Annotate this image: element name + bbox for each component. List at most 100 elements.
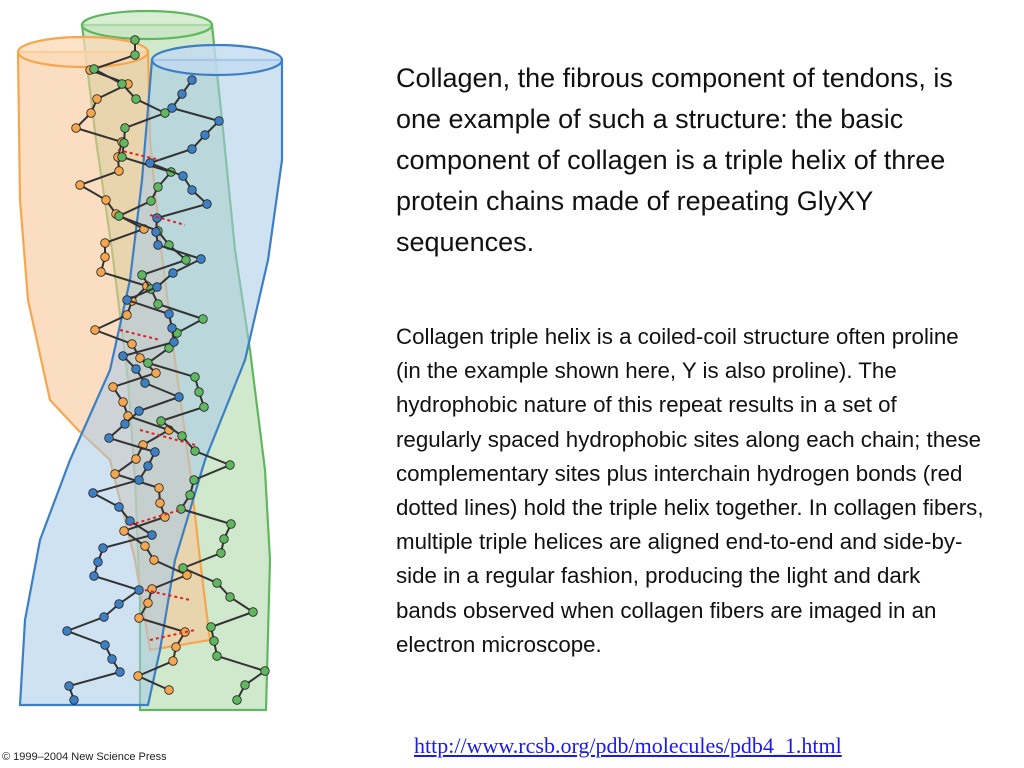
- blue-atom: [140, 378, 150, 388]
- green-atom: [146, 196, 156, 206]
- hydrogen-bond-line: [149, 214, 186, 226]
- green-atom: [226, 519, 236, 529]
- blue-atom: [107, 654, 117, 664]
- blue-atom: [153, 240, 163, 250]
- blue-atom: [134, 585, 144, 595]
- intro-paragraph: Collagen, the fibrous component of tendo…: [396, 63, 953, 257]
- blue-atom: [167, 323, 177, 333]
- blue-atom: [62, 626, 72, 636]
- orange-atom: [180, 627, 190, 637]
- orange-atom: [151, 368, 161, 378]
- orange-atom: [133, 671, 143, 681]
- green-atom: [117, 152, 127, 162]
- blue-atom: [99, 612, 109, 622]
- blue-atom: [114, 599, 124, 609]
- green-atom: [160, 108, 170, 118]
- orange-atom: [171, 642, 181, 652]
- orange-atom: [100, 238, 110, 248]
- blue-atom: [147, 530, 157, 540]
- orange-atom: [164, 685, 174, 695]
- orange-atom: [143, 598, 153, 608]
- green-atom: [189, 475, 199, 485]
- green-atom: [212, 651, 222, 661]
- blue-atom: [104, 433, 114, 443]
- green-atom: [248, 607, 258, 617]
- blue-tube: [18, 43, 284, 707]
- source-link[interactable]: http://www.rcsb.org/pdb/molecules/pdb4_1…: [414, 733, 842, 758]
- orange-atom: [96, 267, 106, 277]
- green-atom: [89, 64, 99, 74]
- green-atom: [130, 50, 140, 60]
- orange-atom: [134, 613, 144, 623]
- molecular-chains: [62, 35, 270, 705]
- blue-atom: [169, 337, 179, 347]
- green-atom: [190, 372, 200, 382]
- green-atom: [190, 446, 200, 456]
- green-atom: [185, 490, 195, 500]
- orange-atom: [108, 382, 118, 392]
- green-atom: [194, 387, 204, 397]
- blue-atom: [93, 557, 103, 567]
- green-atom: [153, 299, 163, 309]
- orange-atom: [90, 325, 100, 335]
- hydrogen-bond-line: [117, 149, 161, 161]
- blue-atom: [134, 406, 144, 416]
- blue-atom: [174, 392, 184, 402]
- green-atom: [114, 211, 124, 221]
- green-atom: [137, 270, 147, 280]
- orange-atom: [147, 584, 157, 594]
- green-atom: [225, 460, 235, 470]
- blue-atom: [177, 89, 187, 99]
- green-atom: [216, 548, 226, 558]
- orange-atom: [119, 526, 129, 536]
- green-atom: [232, 695, 242, 705]
- green-atom: [199, 402, 209, 412]
- blue-atom: [152, 282, 162, 292]
- blue-chain: [62, 75, 224, 705]
- orange-atom: [131, 454, 141, 464]
- blue-atom: [143, 461, 153, 471]
- green-atom: [176, 504, 186, 514]
- orange-atom: [110, 469, 120, 479]
- description-paragraph: Collagen triple helix is a coiled-coil s…: [396, 324, 984, 657]
- orange-atom: [135, 353, 145, 363]
- blue-atom: [100, 640, 110, 650]
- green-chain: [89, 35, 270, 705]
- blue-atom: [98, 543, 108, 553]
- blue-atom: [150, 447, 160, 457]
- blue-atom: [134, 475, 144, 485]
- orange-atom: [92, 94, 102, 104]
- green-atom: [225, 592, 235, 602]
- green-atom: [209, 636, 219, 646]
- blue-atom: [187, 185, 197, 195]
- green-atom: [178, 563, 188, 573]
- green-atom: [240, 680, 250, 690]
- hydrogen-bond-line: [129, 509, 181, 526]
- blue-atom: [214, 116, 224, 126]
- green-atom: [156, 416, 166, 426]
- green-atom: [212, 578, 222, 588]
- green-atom: [206, 622, 216, 632]
- green-atom: [117, 79, 127, 89]
- green-atom: [130, 35, 140, 45]
- blue-atom: [196, 254, 206, 264]
- orange-atom: [127, 339, 137, 349]
- orange-atom: [101, 195, 111, 205]
- blue-atom: [202, 199, 212, 209]
- hydrogen-bonds: [117, 149, 196, 641]
- blue-atom: [115, 667, 125, 677]
- copyright-notice: © 1999–2004 New Science Press: [2, 751, 167, 763]
- orange-atom: [118, 397, 128, 407]
- green-atom: [120, 123, 130, 133]
- orange-atom: [71, 123, 81, 133]
- blue-atom: [187, 75, 197, 85]
- green-atom: [198, 314, 208, 324]
- orange-atom: [155, 498, 165, 508]
- green-atom: [260, 666, 270, 676]
- hydrogen-bond-line: [119, 329, 161, 341]
- orange-atom: [86, 108, 96, 118]
- green-atom: [153, 182, 163, 192]
- blue-atom: [131, 364, 141, 374]
- orange-atom: [140, 541, 150, 551]
- green-atom: [143, 358, 153, 368]
